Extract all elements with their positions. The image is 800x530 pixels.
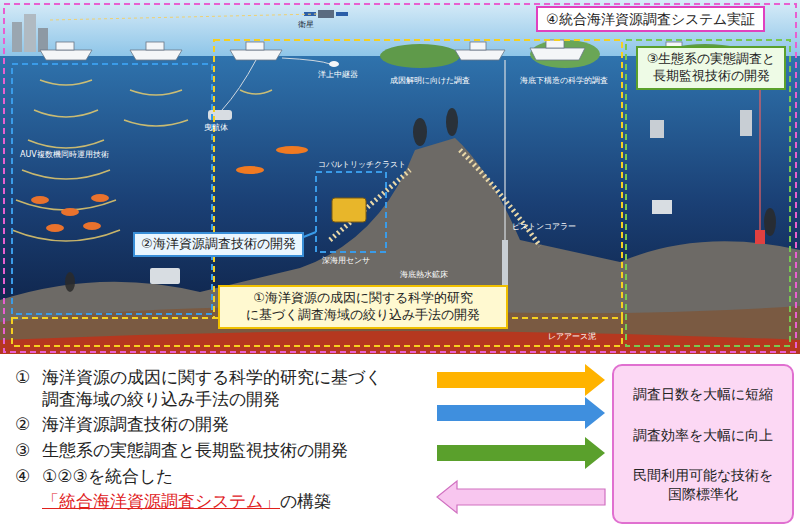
box-text: ①海洋資源の成因に関する科学的研究 に基づく調査海域の絞り込み手法の開発	[226, 290, 500, 324]
box-text: ④統合海洋資源調査システム実証	[546, 10, 755, 28]
blue-arrow	[437, 397, 605, 429]
illustration-label: 衛星	[298, 20, 314, 30]
box-text: 調査効率を大幅に向上	[633, 426, 773, 444]
list-text: 海洋資源調査技術の開発	[42, 413, 229, 435]
label-box: ③生態系の実態調査と 長期監視技術の開発	[636, 46, 786, 90]
box-text: 調査日数を大幅に短縮	[633, 385, 773, 403]
pink-arrow	[437, 481, 605, 513]
list-text: 「統合海洋資源調査システム」	[42, 490, 280, 512]
illustration-label: レアアース泥	[548, 332, 596, 342]
list-text: ①	[15, 366, 30, 388]
list-text: の構築	[280, 490, 331, 512]
list-text: ②	[15, 413, 30, 435]
illustration-label: 曳航体	[204, 123, 228, 133]
illustration-label: ピストンコアラー	[512, 222, 576, 232]
green-arrow	[437, 437, 605, 469]
illustration-label: 深海用センサ	[322, 256, 370, 266]
illustration-label: 成因解明に向けた調査	[390, 76, 470, 86]
illustration-label: 海底熱水鉱床	[400, 270, 448, 280]
result-box: 調査日数を大幅に短縮調査効率を大幅に向上民間利用可能な技術を 国際標準化	[612, 364, 794, 524]
box-text: ②海洋資源調査技術の開発	[141, 236, 296, 253]
list-text: ①②③を統合した	[42, 465, 173, 487]
label-box: ④統合海洋資源調査システム実証	[536, 6, 765, 32]
illustration-label: AUV複数機同時運用技術	[20, 150, 109, 160]
illustration-label: 海底下構造の科学的調査	[520, 76, 608, 86]
orange-arrow	[437, 364, 605, 396]
list-text: ③	[15, 439, 30, 461]
list-text: 生態系の実態調査と長期監視技術の開発	[42, 439, 348, 461]
list-text: 海洋資源の成因に関する科学的研究に基づく 調査海域の絞り込み手法の開発	[42, 366, 412, 410]
box-text: ③生態系の実態調査と 長期監視技術の開発	[642, 51, 780, 85]
label-box: ①海洋資源の成因に関する科学的研究 に基づく調査海域の絞り込み手法の開発	[218, 285, 508, 329]
box-text: 民間利用可能な技術を 国際標準化	[624, 466, 782, 502]
list-text: ④	[15, 465, 30, 487]
illustration-label: コバルトリッチクラスト	[318, 160, 406, 170]
label-box: ②海洋資源調査技術の開発	[133, 232, 304, 257]
illustration-label: 洋上中継器	[318, 70, 358, 80]
